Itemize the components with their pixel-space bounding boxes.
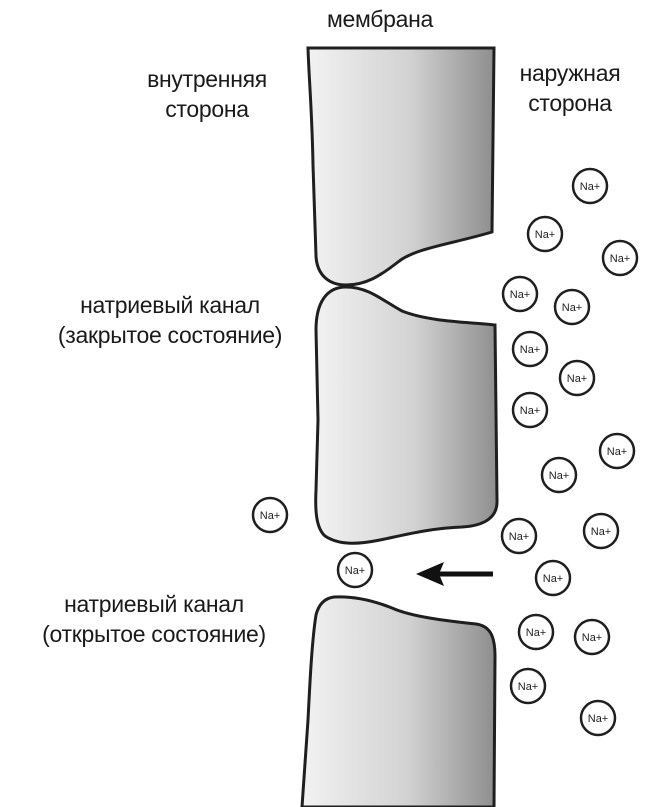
sodium-ion-label: Na+ (510, 289, 531, 301)
influx-arrow (416, 562, 493, 586)
sodium-ion: Na+ (503, 277, 537, 311)
sodium-ion: Na+ (542, 458, 576, 492)
membrane-block-closed-channel (316, 287, 497, 543)
sodium-ion: Na+ (536, 561, 570, 595)
sodium-ion-label: Na+ (580, 181, 601, 193)
sodium-ion-label: Na+ (582, 632, 603, 644)
sodium-ion-label: Na+ (607, 446, 628, 458)
sodium-ion-label: Na+ (549, 470, 570, 482)
sodium-ion-label: Na+ (543, 573, 564, 585)
sodium-ion: Na+ (502, 519, 536, 553)
sodium-ion: Na+ (555, 290, 589, 324)
sodium-ion: Na+ (603, 241, 637, 275)
sodium-ion-label: Na+ (260, 510, 281, 522)
membrane-block-open-channel (302, 597, 495, 807)
sodium-ion: Na+ (338, 553, 372, 587)
sodium-ion: Na+ (584, 514, 618, 548)
sodium-ion-label: Na+ (562, 302, 583, 314)
sodium-ion: Na+ (513, 332, 547, 366)
sodium-ion-label: Na+ (520, 344, 541, 356)
membrane-block-top (308, 48, 494, 285)
sodium-ion-label: Na+ (567, 373, 588, 385)
sodium-ion: Na+ (560, 361, 594, 395)
sodium-ion-label: Na+ (520, 405, 541, 417)
sodium-ion: Na+ (528, 217, 562, 251)
sodium-ion: Na+ (511, 669, 545, 703)
sodium-ion-label: Na+ (610, 253, 631, 265)
sodium-ion-label: Na+ (588, 713, 609, 725)
sodium-ion: Na+ (581, 701, 615, 735)
sodium-ion: Na+ (575, 620, 609, 654)
sodium-ion-label: Na+ (526, 627, 547, 639)
sodium-ion-label: Na+ (509, 531, 530, 543)
sodium-ion: Na+ (513, 393, 547, 427)
sodium-ion: Na+ (253, 498, 287, 532)
sodium-ion-label: Na+ (591, 526, 612, 538)
sodium-ion-label: Na+ (518, 681, 539, 693)
sodium-ion: Na+ (573, 169, 607, 203)
sodium-ion: Na+ (519, 615, 553, 649)
sodium-ion-label: Na+ (345, 565, 366, 577)
sodium-ion: Na+ (600, 434, 634, 468)
sodium-ion-label: Na+ (535, 229, 556, 241)
